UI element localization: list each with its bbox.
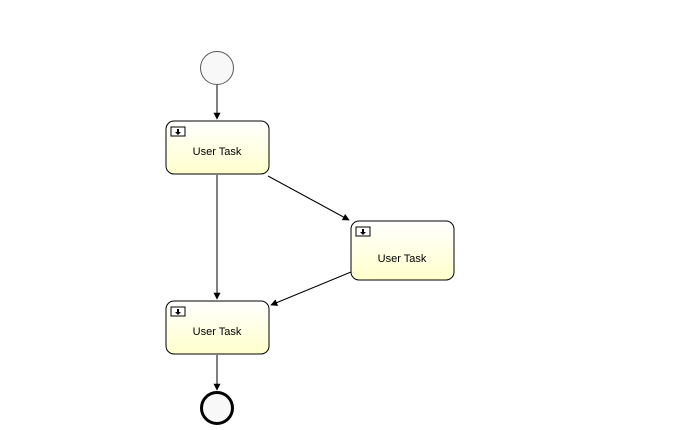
- end-event[interactable]: [200, 391, 234, 425]
- flow-task2-to-task3[interactable]: [270, 271, 352, 306]
- user-task-icon: [355, 226, 371, 237]
- user-task-icon: [170, 306, 186, 317]
- user-task-1-label: User Task: [193, 146, 242, 158]
- user-task-1[interactable]: User Task: [165, 120, 270, 175]
- user-task-icon: [170, 126, 186, 137]
- user-task-2-label: User Task: [378, 253, 427, 265]
- flow-task1-to-task2[interactable]: [267, 175, 350, 221]
- user-task-3-label: User Task: [193, 326, 242, 338]
- user-task-3[interactable]: User Task: [165, 300, 270, 355]
- user-task-2[interactable]: User Task: [350, 220, 455, 281]
- start-event[interactable]: [200, 51, 234, 85]
